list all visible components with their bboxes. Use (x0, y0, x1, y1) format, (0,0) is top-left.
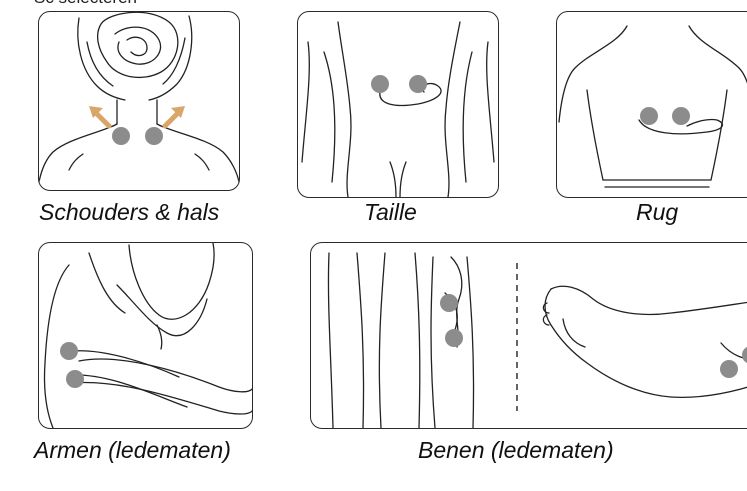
pad-calf-right (742, 346, 747, 364)
pad-leg-upper (440, 294, 458, 312)
caption-shoulders-neck: Schouders & hals (39, 199, 219, 226)
legs-illustration (311, 243, 747, 428)
caption-arms: Armen (ledematen) (34, 437, 231, 464)
arrow-up-left-icon (89, 106, 109, 126)
pad-left-shoulder (112, 127, 130, 145)
pad-leg-lower (445, 329, 463, 347)
arrow-up-right-icon (165, 106, 185, 126)
pad-back-right (672, 107, 690, 125)
pad-back-left (640, 107, 658, 125)
back-illustration (557, 12, 747, 197)
panel-waist[interactable] (297, 11, 499, 198)
panel-shoulders-neck[interactable] (38, 11, 240, 191)
panel-arms[interactable] (38, 242, 253, 429)
pad-arm-upper (60, 342, 78, 360)
pad-calf-left (720, 360, 738, 378)
caption-legs: Benen (ledematen) (418, 437, 614, 464)
panel-legs[interactable] (310, 242, 747, 429)
caption-back: Rug (636, 199, 678, 226)
pad-waist-right (409, 75, 427, 93)
panel-back[interactable] (556, 11, 747, 198)
shoulders-neck-illustration (39, 12, 239, 190)
arms-illustration (39, 243, 252, 428)
pad-right-shoulder (145, 127, 163, 145)
caption-waist: Taille (364, 199, 417, 226)
cropped-header-text: Sc selecteren (34, 0, 137, 8)
pad-waist-left (371, 75, 389, 93)
waist-illustration (298, 12, 498, 197)
pad-arm-lower (66, 370, 84, 388)
